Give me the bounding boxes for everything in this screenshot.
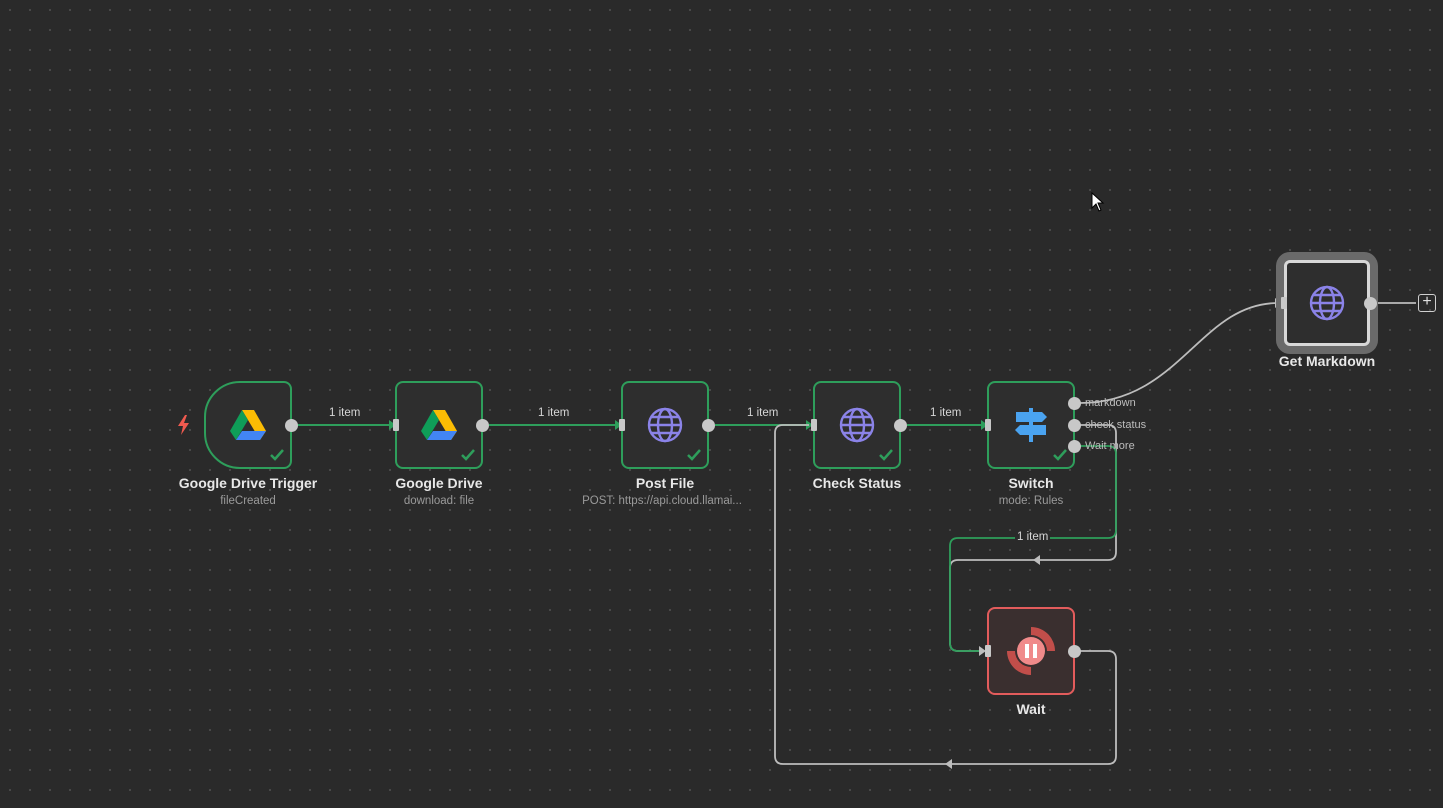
edge-arrow [389, 420, 396, 430]
node-subtitle: POST: https://api.cloud.llamai... [582, 495, 742, 507]
pause-icon [1007, 627, 1055, 675]
node-post-file[interactable] [621, 381, 709, 469]
input-handle[interactable] [811, 419, 817, 431]
success-check-icon [270, 449, 284, 461]
success-check-icon [461, 449, 475, 461]
edge-label: 1 item [536, 407, 572, 420]
success-check-icon [1053, 449, 1067, 461]
output-label-wait-more: Wait more [1085, 440, 1135, 452]
edge-arrow [981, 420, 988, 430]
input-handle[interactable] [985, 645, 991, 657]
output-handle-markdown[interactable] [1068, 397, 1081, 410]
node-subtitle: mode: Rules [998, 495, 1064, 507]
output-handle[interactable] [476, 419, 489, 432]
trigger-bolt-icon [178, 415, 189, 435]
signpost-icon [1015, 408, 1047, 442]
output-handle[interactable] [285, 419, 298, 432]
output-handle[interactable] [1364, 297, 1377, 310]
node-title: Check Status [812, 475, 902, 491]
edge-arrow [979, 646, 986, 656]
node-title: Google Drive [395, 475, 483, 491]
node-check-status[interactable] [813, 381, 901, 469]
edge-label: 1 item [327, 407, 363, 420]
edge-label: 1 item [1015, 531, 1051, 544]
success-check-icon [879, 449, 893, 461]
node-title: Wait [1016, 701, 1046, 717]
globe-icon [839, 407, 875, 443]
google-drive-icon [421, 410, 457, 440]
edge-label: 1 item [928, 407, 964, 420]
node-subtitle: fileCreated [220, 495, 276, 507]
output-handle[interactable] [894, 419, 907, 432]
edge-arrow [1033, 555, 1040, 565]
node-title: Switch [1008, 475, 1054, 491]
output-label-markdown: markdown [1085, 397, 1136, 409]
node-subtitle: download: file [403, 495, 475, 507]
input-handle[interactable] [619, 419, 625, 431]
edge-label: 1 item [745, 407, 781, 420]
globe-icon [647, 407, 683, 443]
output-handle[interactable] [702, 419, 715, 432]
edge-arrow [615, 420, 622, 430]
edge-arrow [1275, 298, 1282, 308]
output-handle-check-status[interactable] [1068, 419, 1081, 432]
success-check-icon [687, 449, 701, 461]
edge-switch-to-markdown[interactable] [1079, 302, 1279, 404]
node-title: Get Markdown [1278, 353, 1376, 369]
globe-icon [1309, 285, 1345, 321]
edge-arrow [945, 759, 952, 769]
google-drive-icon [230, 410, 266, 440]
edge-arrow [806, 420, 813, 430]
mouse-cursor-icon [1091, 192, 1105, 212]
node-title: Post File [635, 475, 695, 491]
input-handle[interactable] [393, 419, 399, 431]
input-handle[interactable] [1281, 297, 1287, 309]
node-google-drive[interactable] [395, 381, 483, 469]
node-wait[interactable] [987, 607, 1075, 695]
node-switch[interactable] [987, 381, 1075, 469]
node-title: Google Drive Trigger [178, 475, 318, 491]
input-handle[interactable] [985, 419, 991, 431]
output-handle[interactable] [1068, 645, 1081, 658]
node-get-markdown[interactable] [1284, 260, 1370, 346]
node-google-drive-trigger[interactable] [204, 381, 292, 469]
add-node-button[interactable]: + [1418, 294, 1436, 312]
output-handle-wait-more[interactable] [1068, 440, 1081, 453]
output-label-check-status: check status [1085, 419, 1147, 431]
